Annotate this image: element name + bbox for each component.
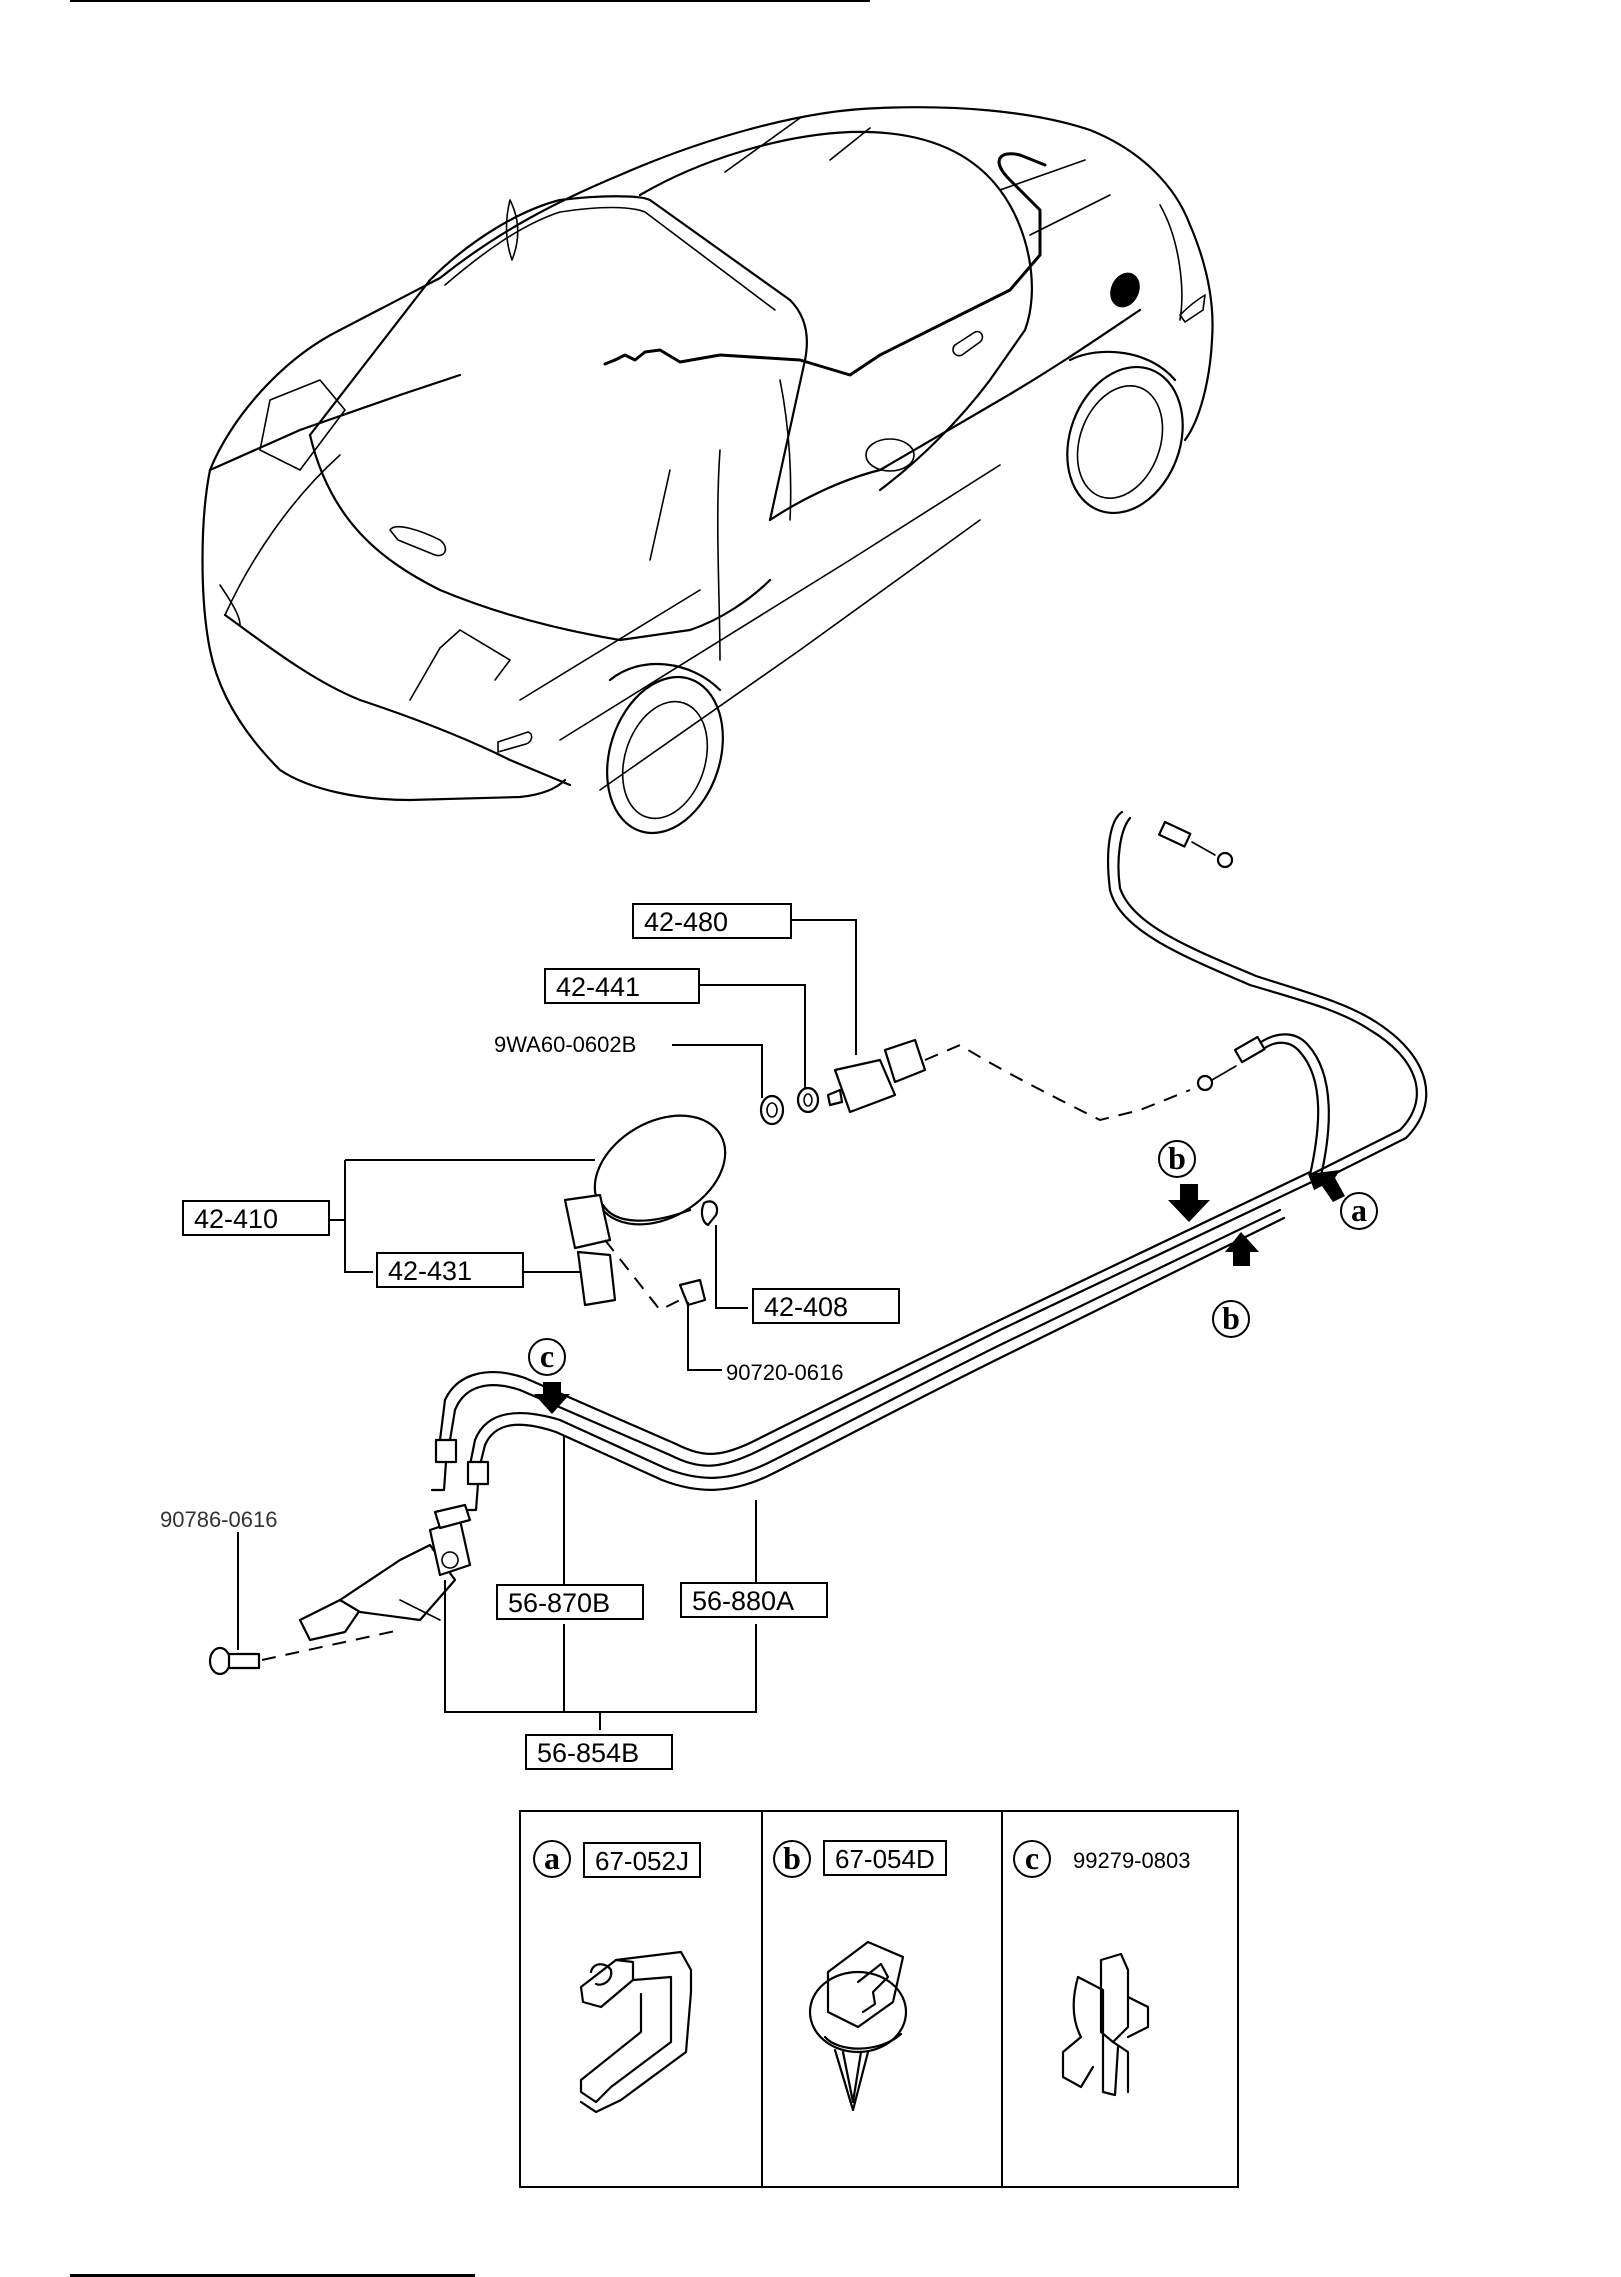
part-label-42-480[interactable]: 42-480 (632, 903, 792, 939)
opener-cable-assembly (430, 810, 1428, 1512)
fuel-lid-parts (563, 1038, 1191, 1312)
top-border-line (70, 0, 870, 2)
callout-a: a (1340, 1192, 1378, 1230)
fuel-lid-latch (208, 1503, 472, 1676)
arrow-down-c (534, 1382, 570, 1414)
callout-arrows (534, 1170, 1345, 1414)
legend-marker-b: b (773, 1840, 811, 1878)
legend-part-67-052j[interactable]: 67-052J (583, 1842, 701, 1878)
legend-marker-a: a (533, 1840, 571, 1878)
callout-b-upper: b (1158, 1140, 1196, 1178)
part-label-56-854b[interactable]: 56-854B (525, 1734, 673, 1770)
clip-legend-table: a 67-052J b 67-054D c 99279-0803 (519, 1810, 1239, 2188)
bottom-border-line (70, 2274, 475, 2277)
arrow-up-b (1225, 1232, 1259, 1266)
leader-lines (237, 919, 857, 1730)
arrow-down-b (1168, 1184, 1210, 1222)
push-clip-icon (808, 1940, 908, 2112)
part-label-42-408[interactable]: 42-408 (752, 1288, 900, 1324)
part-label-90786-0616[interactable]: 90786-0616 (160, 1507, 278, 1532)
part-label-42-410[interactable]: 42-410 (182, 1200, 330, 1236)
cable-clamp-icon (579, 1950, 693, 2114)
callout-c: c (528, 1338, 566, 1376)
legend-marker-c: c (1013, 1840, 1051, 1878)
part-label-56-880a[interactable]: 56-880A (680, 1582, 828, 1618)
legend-part-67-054d[interactable]: 67-054D (823, 1840, 947, 1876)
arrow-a (1308, 1170, 1345, 1202)
legend-part-99279-0803[interactable]: 99279-0803 (1073, 1848, 1191, 1873)
car-illustration (201, 106, 1214, 835)
legend-cell-c: c 99279-0803 (1003, 1812, 1239, 2186)
callout-b-lower: b (1212, 1300, 1250, 1338)
legend-cell-a: a 67-052J (521, 1812, 763, 2186)
part-label-90720-0616[interactable]: 90720-0616 (726, 1360, 844, 1385)
part-label-9wa60-0602b[interactable]: 9WA60-0602B (494, 1032, 637, 1057)
part-label-42-441[interactable]: 42-441 (544, 968, 700, 1004)
legend-cell-b: b 67-054D (763, 1812, 1003, 2186)
part-label-56-870b[interactable]: 56-870B (496, 1584, 644, 1620)
cable-clip-icon (1061, 1952, 1150, 2097)
part-label-42-431[interactable]: 42-431 (376, 1252, 524, 1288)
